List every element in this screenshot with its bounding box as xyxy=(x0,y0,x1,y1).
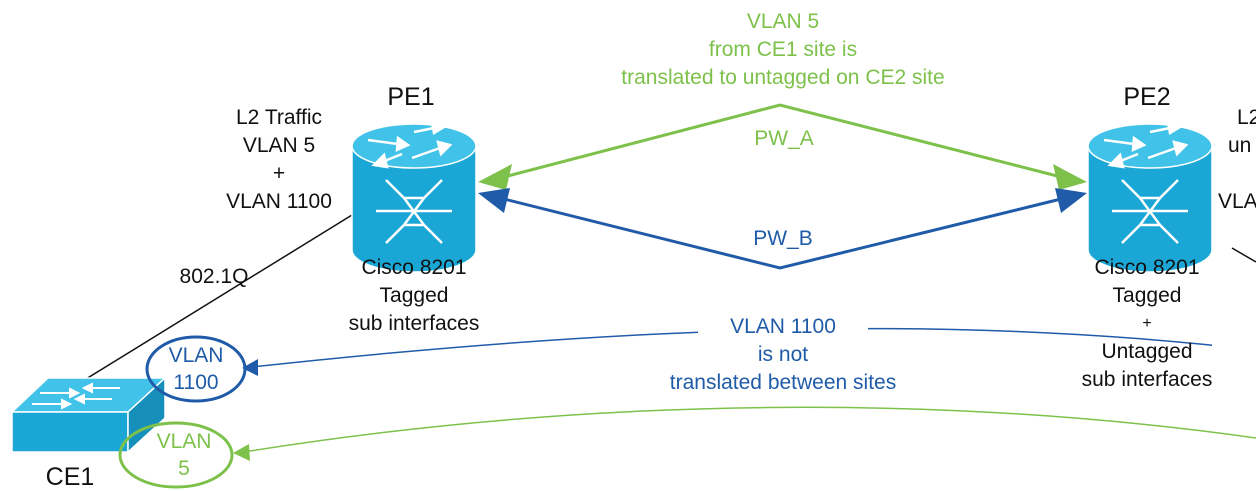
pe2-traffic-line3: VLA xyxy=(1218,190,1256,213)
pw-b-arrowhead-left xyxy=(478,188,510,213)
pe1-ce1-link xyxy=(59,214,353,396)
vlan5-note-line2: from CE1 site is xyxy=(709,38,857,61)
pseudowire-b xyxy=(478,188,1087,270)
pe1-model: Cisco 8201 xyxy=(361,256,466,279)
pw-a-label: PW_A xyxy=(754,127,814,150)
pe1-desc1: Tagged xyxy=(380,284,449,307)
ce1-name: CE1 xyxy=(46,463,95,491)
pe1-traffic-line2: VLAN 5 xyxy=(243,134,315,157)
pe2-traffic-line1: L2 xyxy=(1237,106,1256,129)
router-icon xyxy=(1087,119,1213,273)
vlan5-note-line1: VLAN 5 xyxy=(747,10,819,33)
ce1-vlan5-line1: VLAN xyxy=(157,430,212,453)
pe2-desc1: Tagged xyxy=(1113,284,1182,307)
pw-b-arrowhead-right xyxy=(1055,188,1087,213)
vlan1100-note-line1: VLAN 1100 xyxy=(730,315,836,338)
vlan5-note-line3: translated to untagged on CE2 site xyxy=(621,66,944,89)
switch-icon xyxy=(10,376,167,454)
ce1-vlan1100-line1: VLAN xyxy=(169,344,224,367)
vlan5-flow-line xyxy=(243,406,1256,453)
pe2-traffic-line2: un xyxy=(1228,134,1251,157)
pe1-traffic-line4: VLAN 1100 xyxy=(226,190,332,213)
pw-b-label: PW_B xyxy=(753,227,813,250)
pe1-desc2: sub interfaces xyxy=(349,312,480,335)
pe2-desc3: Untagged xyxy=(1101,340,1192,363)
pe2-desc4: sub interfaces xyxy=(1082,368,1213,391)
vlan5-arrowhead xyxy=(233,444,250,461)
ce1-vlan1100-line2: 1100 xyxy=(173,371,218,394)
ce1-vlan1100-badge xyxy=(145,335,247,403)
pw-a-arrowhead-right xyxy=(1053,164,1087,190)
pe2-model: Cisco 8201 xyxy=(1094,256,1199,279)
pseudowire-a xyxy=(478,103,1087,190)
pe1-name: PE1 xyxy=(387,83,434,111)
ce1-vlan5-line2: 5 xyxy=(178,457,190,480)
pe1-traffic-line1: L2 Traffic xyxy=(236,106,322,129)
router-icon xyxy=(351,119,477,273)
ce1-vlan5-badge xyxy=(118,421,234,489)
pe2-name: PE2 xyxy=(1123,83,1170,111)
pe1-traffic-line3: + xyxy=(273,162,285,185)
vlan1100-note-line3: translated between sites xyxy=(670,371,896,394)
link-encapsulation-label: 802.1Q xyxy=(180,265,249,288)
vlan1100-arrowhead xyxy=(242,359,258,376)
vlan1100-note-line2: is not xyxy=(758,343,808,366)
pe2-desc2: + xyxy=(1142,315,1151,332)
pw-a-arrowhead-left xyxy=(478,164,512,190)
pe2-ce2-link xyxy=(1231,247,1256,263)
